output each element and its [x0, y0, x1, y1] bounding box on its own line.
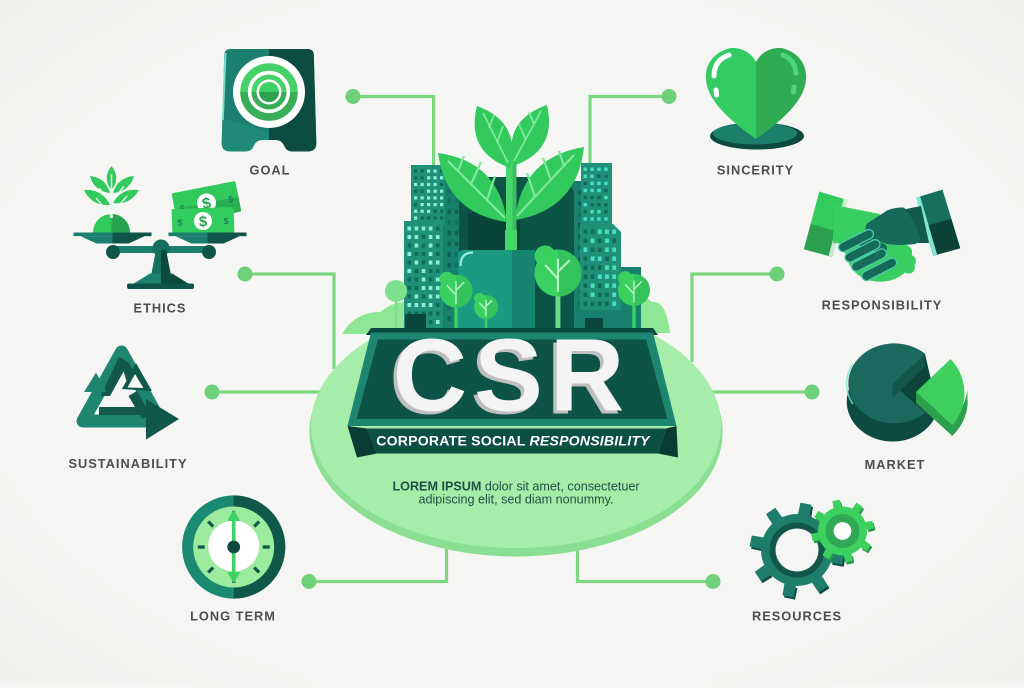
svg-text:$: $ [227, 194, 234, 205]
svg-text:adipiscing elit, sed diam nonu: adipiscing elit, sed diam nonummy. [418, 493, 613, 507]
svg-text:$: $ [199, 213, 209, 230]
svg-text:CORPORATE SOCIAL RESPONSIBILIT: CORPORATE SOCIAL RESPONSIBILITY [376, 433, 651, 449]
svg-text:LONG TERM: LONG TERM [190, 609, 276, 624]
svg-text:$: $ [223, 216, 228, 226]
svg-text:$: $ [179, 203, 186, 214]
svg-text:ETHICS: ETHICS [134, 301, 187, 316]
svg-text:CSR: CSR [389, 321, 627, 436]
svg-text:GOAL: GOAL [250, 163, 291, 178]
svg-text:MARKET: MARKET [865, 457, 926, 472]
svg-text:SINCERITY: SINCERITY [717, 163, 794, 178]
svg-text:CSR: CSR [393, 318, 631, 433]
svg-text:SUSTAINABILITY: SUSTAINABILITY [69, 456, 188, 471]
svg-text:RESPONSIBILITY: RESPONSIBILITY [822, 298, 943, 313]
svg-text:LOREM IPSUM dolor sit amet, co: LOREM IPSUM dolor sit amet, consectetuer [392, 480, 639, 494]
svg-text:$: $ [177, 218, 182, 228]
svg-text:RESOURCES: RESOURCES [752, 609, 842, 624]
